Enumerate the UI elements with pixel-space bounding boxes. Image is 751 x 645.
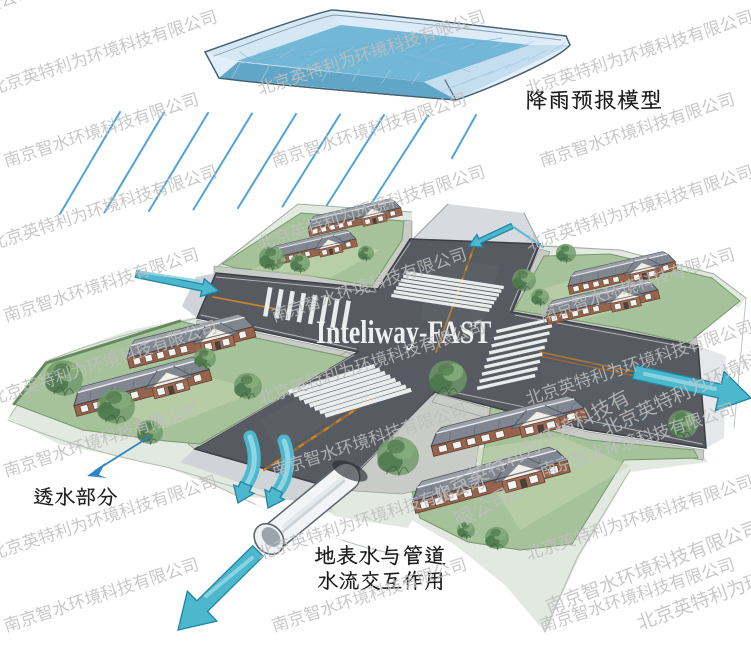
svg-text:Inteliway-FAST: Inteliway-FAST	[316, 315, 492, 351]
